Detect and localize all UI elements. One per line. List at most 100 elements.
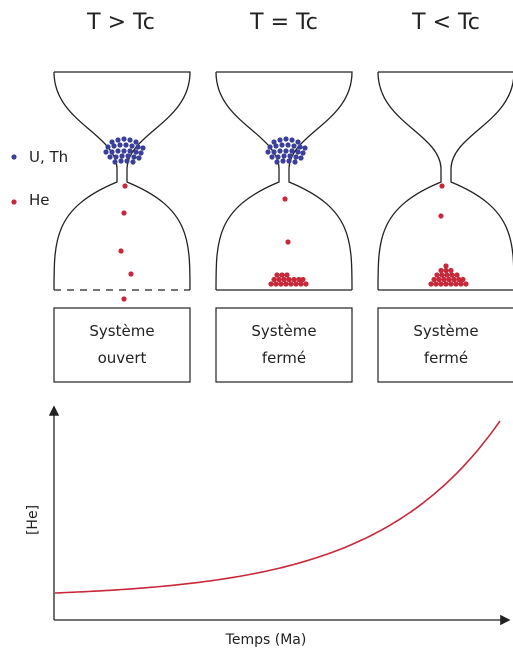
daughter-atom bbox=[443, 263, 449, 269]
daughter-atom bbox=[274, 272, 280, 278]
daughter-atom bbox=[118, 248, 124, 254]
daughter-atom bbox=[291, 276, 297, 283]
panel-box-open-line2: ouvert bbox=[98, 349, 147, 367]
parent-atom bbox=[267, 144, 273, 150]
daughter-atom bbox=[122, 183, 128, 189]
parent-atom bbox=[283, 148, 289, 154]
daughter-atom bbox=[128, 271, 134, 277]
parent-atom bbox=[291, 143, 297, 149]
daughter-atom bbox=[431, 276, 437, 283]
parent-atom bbox=[269, 154, 275, 160]
daughter-atom bbox=[446, 276, 452, 283]
parent-atom bbox=[127, 148, 133, 154]
panel-title-equal: T = Tc bbox=[249, 10, 318, 35]
parent-atom bbox=[293, 154, 299, 160]
parent-atom bbox=[133, 139, 139, 145]
daughter-atom bbox=[458, 281, 464, 287]
panel-title-open: T > Tc bbox=[86, 10, 155, 35]
parent-atom bbox=[118, 158, 124, 164]
parent-atom bbox=[103, 149, 109, 155]
parent-atom bbox=[130, 159, 136, 165]
parent-atom bbox=[274, 159, 280, 165]
parent-atom bbox=[107, 154, 113, 160]
daughter-atom bbox=[282, 196, 288, 202]
daughter-atom bbox=[285, 239, 291, 245]
panel-box-closed-line1: Système bbox=[413, 322, 478, 340]
daughter-atom bbox=[268, 281, 274, 287]
daughter-atom bbox=[428, 281, 434, 287]
parent-atom bbox=[123, 142, 129, 148]
helium-accumulation-curve bbox=[54, 420, 501, 594]
hourglass-bottom-open bbox=[53, 168, 191, 291]
parent-atom bbox=[109, 149, 115, 155]
parent-atom bbox=[297, 144, 303, 150]
hourglass-group bbox=[53, 71, 513, 291]
daughter-atom bbox=[439, 183, 445, 189]
parent-atom bbox=[115, 137, 121, 143]
panel-box-closed-line2: fermé bbox=[424, 349, 468, 367]
daughter-atom bbox=[284, 272, 290, 278]
parent-atom bbox=[295, 139, 301, 145]
daughter-atom bbox=[434, 272, 440, 278]
daughter-atom bbox=[278, 281, 284, 287]
legend-parent-dot bbox=[11, 154, 17, 160]
daughter-atom bbox=[296, 276, 302, 283]
parent-atom bbox=[285, 142, 291, 148]
parent-atom bbox=[289, 148, 295, 154]
daughter-atom bbox=[273, 281, 279, 287]
panel-box-equal-line2: fermé bbox=[262, 349, 306, 367]
parent-atom bbox=[121, 136, 127, 142]
daughter-atom bbox=[436, 276, 442, 283]
daughter-atom bbox=[443, 281, 449, 287]
daughter-atom bbox=[453, 281, 459, 287]
parent-atom bbox=[133, 149, 139, 155]
daughter-atom bbox=[433, 281, 439, 287]
parent-atom bbox=[300, 150, 306, 156]
daughter-atom bbox=[438, 267, 444, 274]
parent-atom bbox=[280, 158, 286, 164]
parent-atom bbox=[287, 153, 293, 159]
daughter-atom bbox=[279, 272, 285, 278]
daughter-atom bbox=[444, 272, 450, 278]
parent-atom bbox=[136, 155, 142, 161]
y-axis-label: [He] bbox=[25, 505, 41, 535]
daughter-atom bbox=[286, 276, 292, 283]
daughter-atom bbox=[303, 281, 309, 287]
daughter-atom bbox=[451, 276, 457, 283]
panel-box-equal bbox=[215, 307, 353, 383]
daughter-atom bbox=[448, 281, 454, 287]
x-axis-label: Temps (Ma) bbox=[225, 632, 307, 648]
panel-box-open-line1: Système bbox=[89, 322, 154, 340]
hourglass-bottom-closed bbox=[377, 168, 513, 291]
parent-atom bbox=[279, 142, 285, 148]
parent-atom bbox=[135, 144, 141, 150]
parent-atom bbox=[277, 148, 283, 154]
daughter-atom bbox=[448, 267, 454, 274]
parent-atom bbox=[113, 154, 119, 160]
legend-daughter-dot bbox=[11, 199, 17, 205]
daughter-atom bbox=[293, 281, 299, 287]
daughter-atom bbox=[454, 272, 460, 278]
daughter-atom bbox=[449, 272, 455, 278]
daughter-atom bbox=[460, 276, 466, 283]
parent-atom bbox=[138, 150, 144, 156]
parent-atom bbox=[115, 148, 121, 154]
parent-atom bbox=[105, 144, 111, 150]
parent-atom bbox=[292, 159, 298, 165]
panel-box-open bbox=[53, 307, 191, 383]
parent-atom bbox=[302, 145, 308, 151]
parent-atom bbox=[271, 139, 277, 145]
parent-atom bbox=[298, 155, 304, 161]
parent-atom bbox=[265, 149, 271, 155]
daughter-atom bbox=[443, 267, 449, 274]
parent-atom bbox=[127, 137, 133, 143]
hourglass-top-closed bbox=[377, 71, 513, 169]
daughter-atom bbox=[456, 276, 462, 283]
daughter-atom bbox=[283, 281, 289, 287]
parent-atom bbox=[273, 143, 279, 149]
panel-box-closed bbox=[377, 307, 513, 383]
particle-group bbox=[103, 136, 469, 302]
legend-parent-label: U, Th bbox=[29, 148, 68, 166]
panel-box-equal-line1: Système bbox=[251, 322, 316, 340]
